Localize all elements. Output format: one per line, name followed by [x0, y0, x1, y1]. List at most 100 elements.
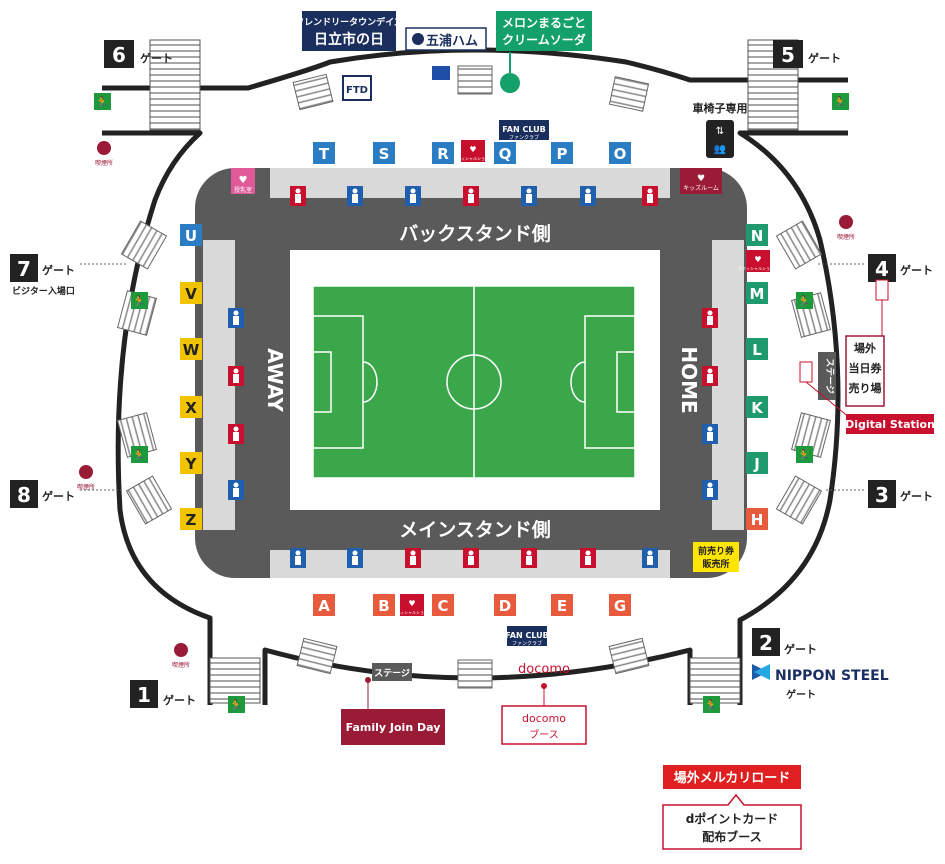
- gate-number: 8: [17, 483, 31, 507]
- womens-toilet-icon: [642, 186, 658, 206]
- gate-8[interactable]: 8 ゲート: [10, 480, 122, 508]
- svg-text:前売り券: 前売り券: [698, 545, 735, 557]
- svg-text:場外: 場外: [854, 341, 876, 355]
- mens-toilet-icon: [702, 424, 718, 444]
- svg-text:喫煙所: 喫煙所: [837, 233, 855, 241]
- block-M[interactable]: M: [746, 282, 768, 304]
- gate-number: 2: [759, 631, 773, 655]
- block-L[interactable]: L: [746, 338, 768, 360]
- block-J[interactable]: J: [746, 452, 768, 474]
- block-Y[interactable]: Y: [180, 452, 202, 474]
- gate-7[interactable]: 7 ゲート ビジター入場口: [10, 254, 128, 297]
- svg-text:🏃: 🏃: [704, 699, 718, 712]
- block-K[interactable]: K: [746, 396, 768, 418]
- pitch: [312, 285, 636, 479]
- block-C[interactable]: C: [432, 594, 454, 616]
- block-Z[interactable]: Z: [180, 508, 202, 530]
- emergency-exit-icon: 🏃: [796, 446, 813, 463]
- block-label: K: [751, 399, 764, 417]
- block-U[interactable]: U: [180, 224, 202, 246]
- svg-text:🏃: 🏃: [797, 449, 811, 462]
- block-B[interactable]: B: [373, 594, 395, 616]
- block-A[interactable]: A: [313, 594, 335, 616]
- svg-text:docomo: docomo: [522, 712, 566, 725]
- elevator-icon: [706, 120, 734, 158]
- block-E[interactable]: E: [551, 594, 573, 616]
- gate-label: ゲート: [42, 263, 75, 277]
- block-R[interactable]: R: [432, 142, 454, 164]
- main-stand-label: メインスタンド側: [399, 519, 551, 541]
- svg-text:ステージ: ステージ: [374, 668, 410, 679]
- womens-toilet-icon: [580, 548, 596, 568]
- block-label: M: [750, 285, 765, 303]
- svg-text:ファンクラブ: ファンクラブ: [509, 134, 539, 141]
- mercari-road[interactable]: 場外メルカリロード: [663, 765, 801, 789]
- goura-ham: 五浦ハム: [405, 27, 487, 80]
- block-S[interactable]: S: [373, 142, 395, 164]
- mens-toilet-icon: [228, 480, 244, 500]
- svg-text:クリームソーダ: クリームソーダ: [502, 32, 586, 47]
- svg-text:五浦ハム: 五浦ハム: [426, 33, 478, 49]
- block-T[interactable]: T: [313, 142, 335, 164]
- womens-toilet-icon: [228, 424, 244, 444]
- block-D[interactable]: D: [494, 594, 516, 616]
- smoking-areas: 喫煙所 喫煙所 喫煙所 喫煙所: [77, 141, 855, 669]
- mens-toilet-icon: [521, 186, 537, 206]
- block-N[interactable]: N: [746, 224, 768, 246]
- gate-6[interactable]: 6 ゲート: [104, 40, 173, 68]
- block-label: C: [437, 597, 448, 615]
- emergency-exit-icon: 🏃: [94, 93, 111, 110]
- block-label: L: [752, 341, 762, 359]
- docomo-booth[interactable]: docomo ブース: [501, 705, 587, 745]
- svg-text:オフィシャルショップ: オフィシャルショップ: [453, 155, 493, 161]
- gate-label: ゲート: [163, 693, 196, 707]
- block-label: Z: [186, 511, 197, 529]
- gate-number: 5: [781, 43, 795, 67]
- exit-icons: 🏃 🏃 🏃 🏃 🏃 🏃 🏃 🏃: [94, 93, 849, 713]
- family-join-day[interactable]: Family Join Day: [341, 709, 445, 745]
- block-V[interactable]: V: [180, 282, 202, 304]
- svg-text:販売所: 販売所: [702, 558, 729, 570]
- gate-2[interactable]: 2 ゲート: [752, 628, 817, 656]
- block-O[interactable]: O: [609, 142, 631, 164]
- mens-toilet-icon: [228, 308, 244, 328]
- gate-3[interactable]: 3 ゲート: [826, 480, 933, 508]
- nursing-room: ♥ 授乳室: [231, 168, 255, 194]
- svg-text:喫煙所: 喫煙所: [172, 661, 190, 669]
- womens-toilet-icon: [290, 186, 306, 206]
- gate-1[interactable]: 1 ゲート: [130, 680, 196, 708]
- dpoint-booth[interactable]: dポイントカード 配布ブース: [662, 793, 802, 850]
- womens-toilet-icon: [463, 548, 479, 568]
- away-label: AWAY: [263, 348, 287, 412]
- kids-room: ♥ キッズルーム: [680, 168, 722, 194]
- digital-station[interactable]: Digital Station: [799, 361, 935, 434]
- docomo-logo: docomo: [518, 662, 570, 708]
- smoking-area-icon: 喫煙所: [837, 215, 855, 241]
- mens-toilet-icon: [702, 480, 718, 500]
- stage-bottom: ステージ: [365, 663, 412, 710]
- official-shop-bottom: ♥ オフィシャルショップ: [392, 594, 432, 616]
- gate-4[interactable]: 4 ゲート: [818, 254, 933, 282]
- svg-text:docomo: docomo: [518, 662, 570, 677]
- svg-text:dポイントカード: dポイントカード: [686, 811, 779, 826]
- mens-toilet-icon: [347, 186, 363, 206]
- svg-text:🏃: 🏃: [132, 449, 146, 462]
- kids-icon: ♥: [697, 174, 705, 184]
- ftd-booth-label: FTD: [346, 85, 368, 96]
- womens-toilet-icon: [405, 548, 421, 568]
- svg-text:👥: 👥: [714, 144, 726, 155]
- nippon-steel-gate: NIPPON STEEL ゲート: [752, 664, 889, 701]
- gate-label: ゲート: [784, 642, 817, 656]
- block-W[interactable]: W: [180, 338, 202, 360]
- block-H[interactable]: H: [746, 508, 768, 530]
- smoking-area-icon: 喫煙所: [95, 141, 113, 167]
- presale-booth: 前売り券 販売所: [693, 542, 739, 572]
- gate-5[interactable]: 5 ゲート: [773, 40, 841, 68]
- block-X[interactable]: X: [180, 396, 202, 418]
- block-P[interactable]: P: [551, 142, 573, 164]
- block-G[interactable]: G: [609, 594, 631, 616]
- shop-icon: ♥: [408, 599, 415, 608]
- block-Q[interactable]: Q: [494, 142, 516, 164]
- goura-logo-icon: [412, 33, 424, 45]
